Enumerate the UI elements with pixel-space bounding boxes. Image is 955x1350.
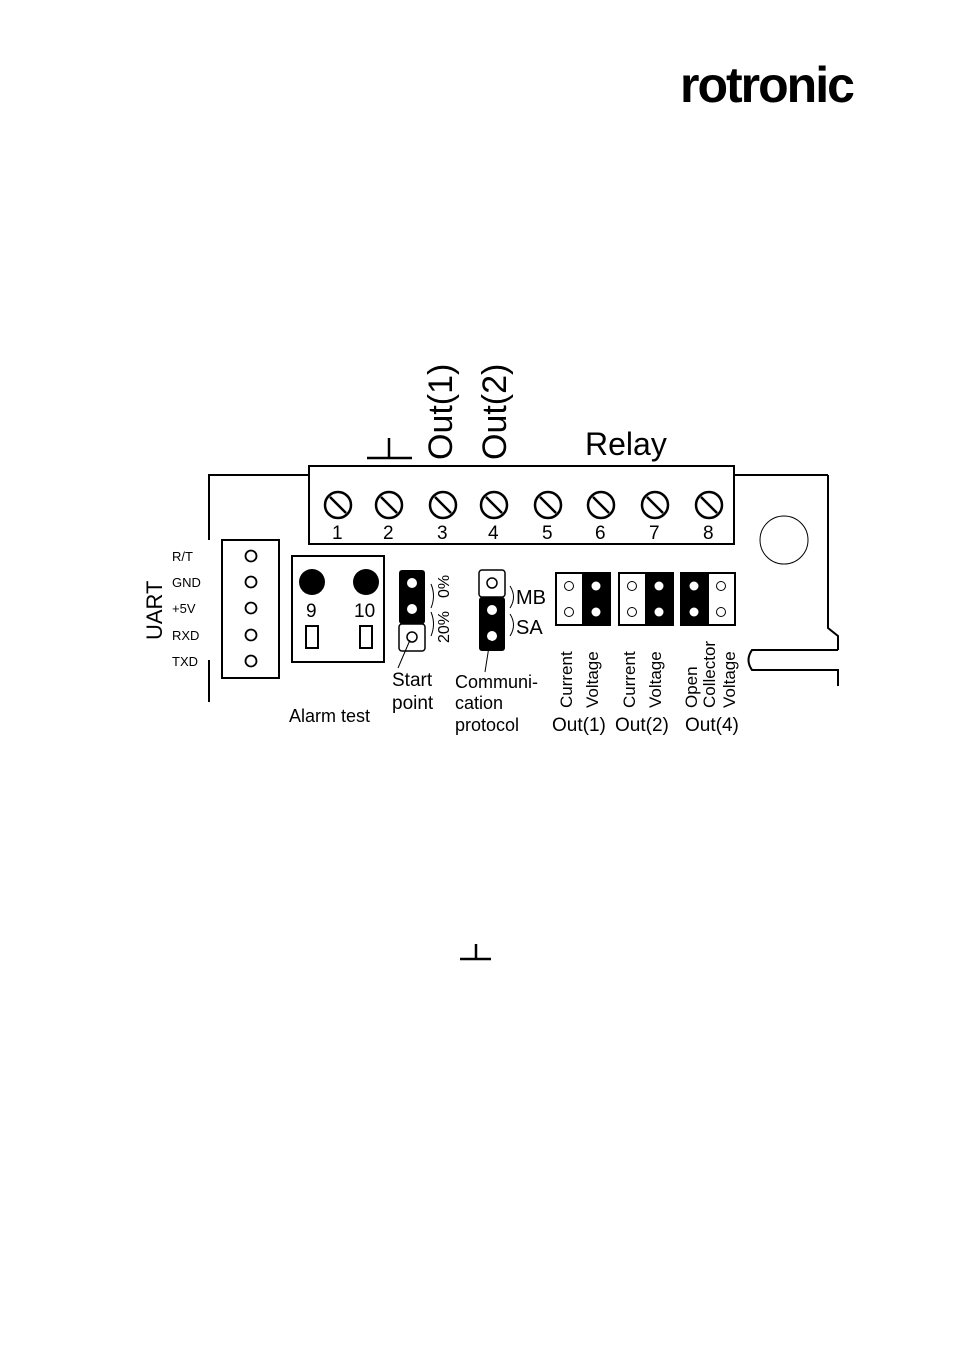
start-point-label-2: point [392, 693, 434, 714]
terminal-screw-8[interactable] [696, 492, 722, 518]
alarm-button-10[interactable] [353, 569, 379, 595]
terminal-screw-5[interactable] [535, 492, 561, 518]
ground-symbol-top [367, 438, 412, 458]
comm-option-mb: MB [516, 587, 546, 609]
output-jumper-1[interactable] [556, 573, 610, 625]
terminal-number: 5 [542, 523, 553, 544]
uart-pin-label: +5V [172, 601, 196, 616]
mounting-hole [760, 516, 808, 564]
uart-pin [246, 656, 257, 667]
terminal-screw-4[interactable] [481, 492, 507, 518]
output-col-b-label: Collector [700, 641, 719, 708]
ground-symbol-legend [460, 944, 491, 959]
output-label: Out(4) [685, 715, 739, 736]
output-jumper-3[interactable] [681, 573, 735, 625]
terminal-screw-3[interactable] [430, 492, 456, 518]
terminal-screw-6[interactable] [588, 492, 614, 518]
terminal-number: 2 [383, 523, 394, 544]
mb-bracket [510, 586, 514, 608]
alarm-button-10-label: 10 [354, 601, 375, 622]
uart-pin [246, 630, 257, 641]
alarm-button-9-label: 9 [306, 601, 317, 622]
start-point-jumper[interactable] [399, 570, 425, 651]
terminal-screw-2[interactable] [376, 492, 402, 518]
output-col-a-label: Open [682, 666, 701, 708]
output-col-a-label: Current [620, 651, 639, 708]
terminal-number: 6 [595, 523, 606, 544]
output-label: Out(1) [552, 715, 606, 736]
uart-pin-label: TXD [172, 654, 198, 669]
comm-option-sa: SA [516, 617, 543, 639]
alarm-button-9[interactable] [299, 569, 325, 595]
output-col-b-label: Voltage [583, 651, 602, 708]
terminal-number: 1 [332, 523, 343, 544]
communication-jumper[interactable] [479, 570, 505, 651]
top-label-out1: Out(1) [422, 364, 460, 460]
start-point-bracket-top [431, 584, 434, 608]
top-label-out2: Out(2) [476, 364, 514, 460]
start-point-opt-20: 20% [436, 611, 453, 643]
output-col-a-label: Current [557, 651, 576, 708]
uart-title: UART [142, 581, 167, 641]
output-col-b2-label: Voltage [720, 651, 739, 708]
uart-pin-label: RXD [172, 628, 199, 643]
uart-pin [246, 603, 257, 614]
alarm-contact-10 [360, 626, 372, 648]
alarm-contact-9 [306, 626, 318, 648]
terminal-number: 3 [437, 523, 448, 544]
sa-bracket [510, 614, 514, 636]
terminal-block [309, 466, 734, 544]
terminal-number: 4 [488, 523, 499, 544]
start-point-label-1: Start [392, 670, 433, 691]
terminal-number: 7 [649, 523, 660, 544]
output-jumper-2[interactable] [619, 573, 673, 625]
start-point-bracket-bottom [431, 612, 434, 636]
relay-label: Relay [585, 426, 667, 462]
uart-pin-label: GND [172, 575, 201, 590]
terminal-screw-1[interactable] [325, 492, 351, 518]
comm-label-2: cation [455, 693, 503, 713]
start-point-opt-0: 0% [436, 575, 453, 598]
output-col-b-label: Voltage [646, 651, 665, 708]
terminal-screw-7[interactable] [642, 492, 668, 518]
rotronic-logo: rotronic [680, 57, 854, 113]
terminal-number: 8 [703, 523, 714, 544]
uart-pin-labels: R/T GND +5V RXD TXD [172, 549, 201, 669]
uart-pin-label: R/T [172, 549, 193, 564]
alarm-test-label: Alarm test [289, 706, 370, 726]
comm-label-3: protocol [455, 715, 519, 735]
uart-pin [246, 577, 257, 588]
comm-label-1: Communi- [455, 672, 538, 692]
uart-pin [246, 551, 257, 562]
output-label: Out(2) [615, 715, 669, 736]
